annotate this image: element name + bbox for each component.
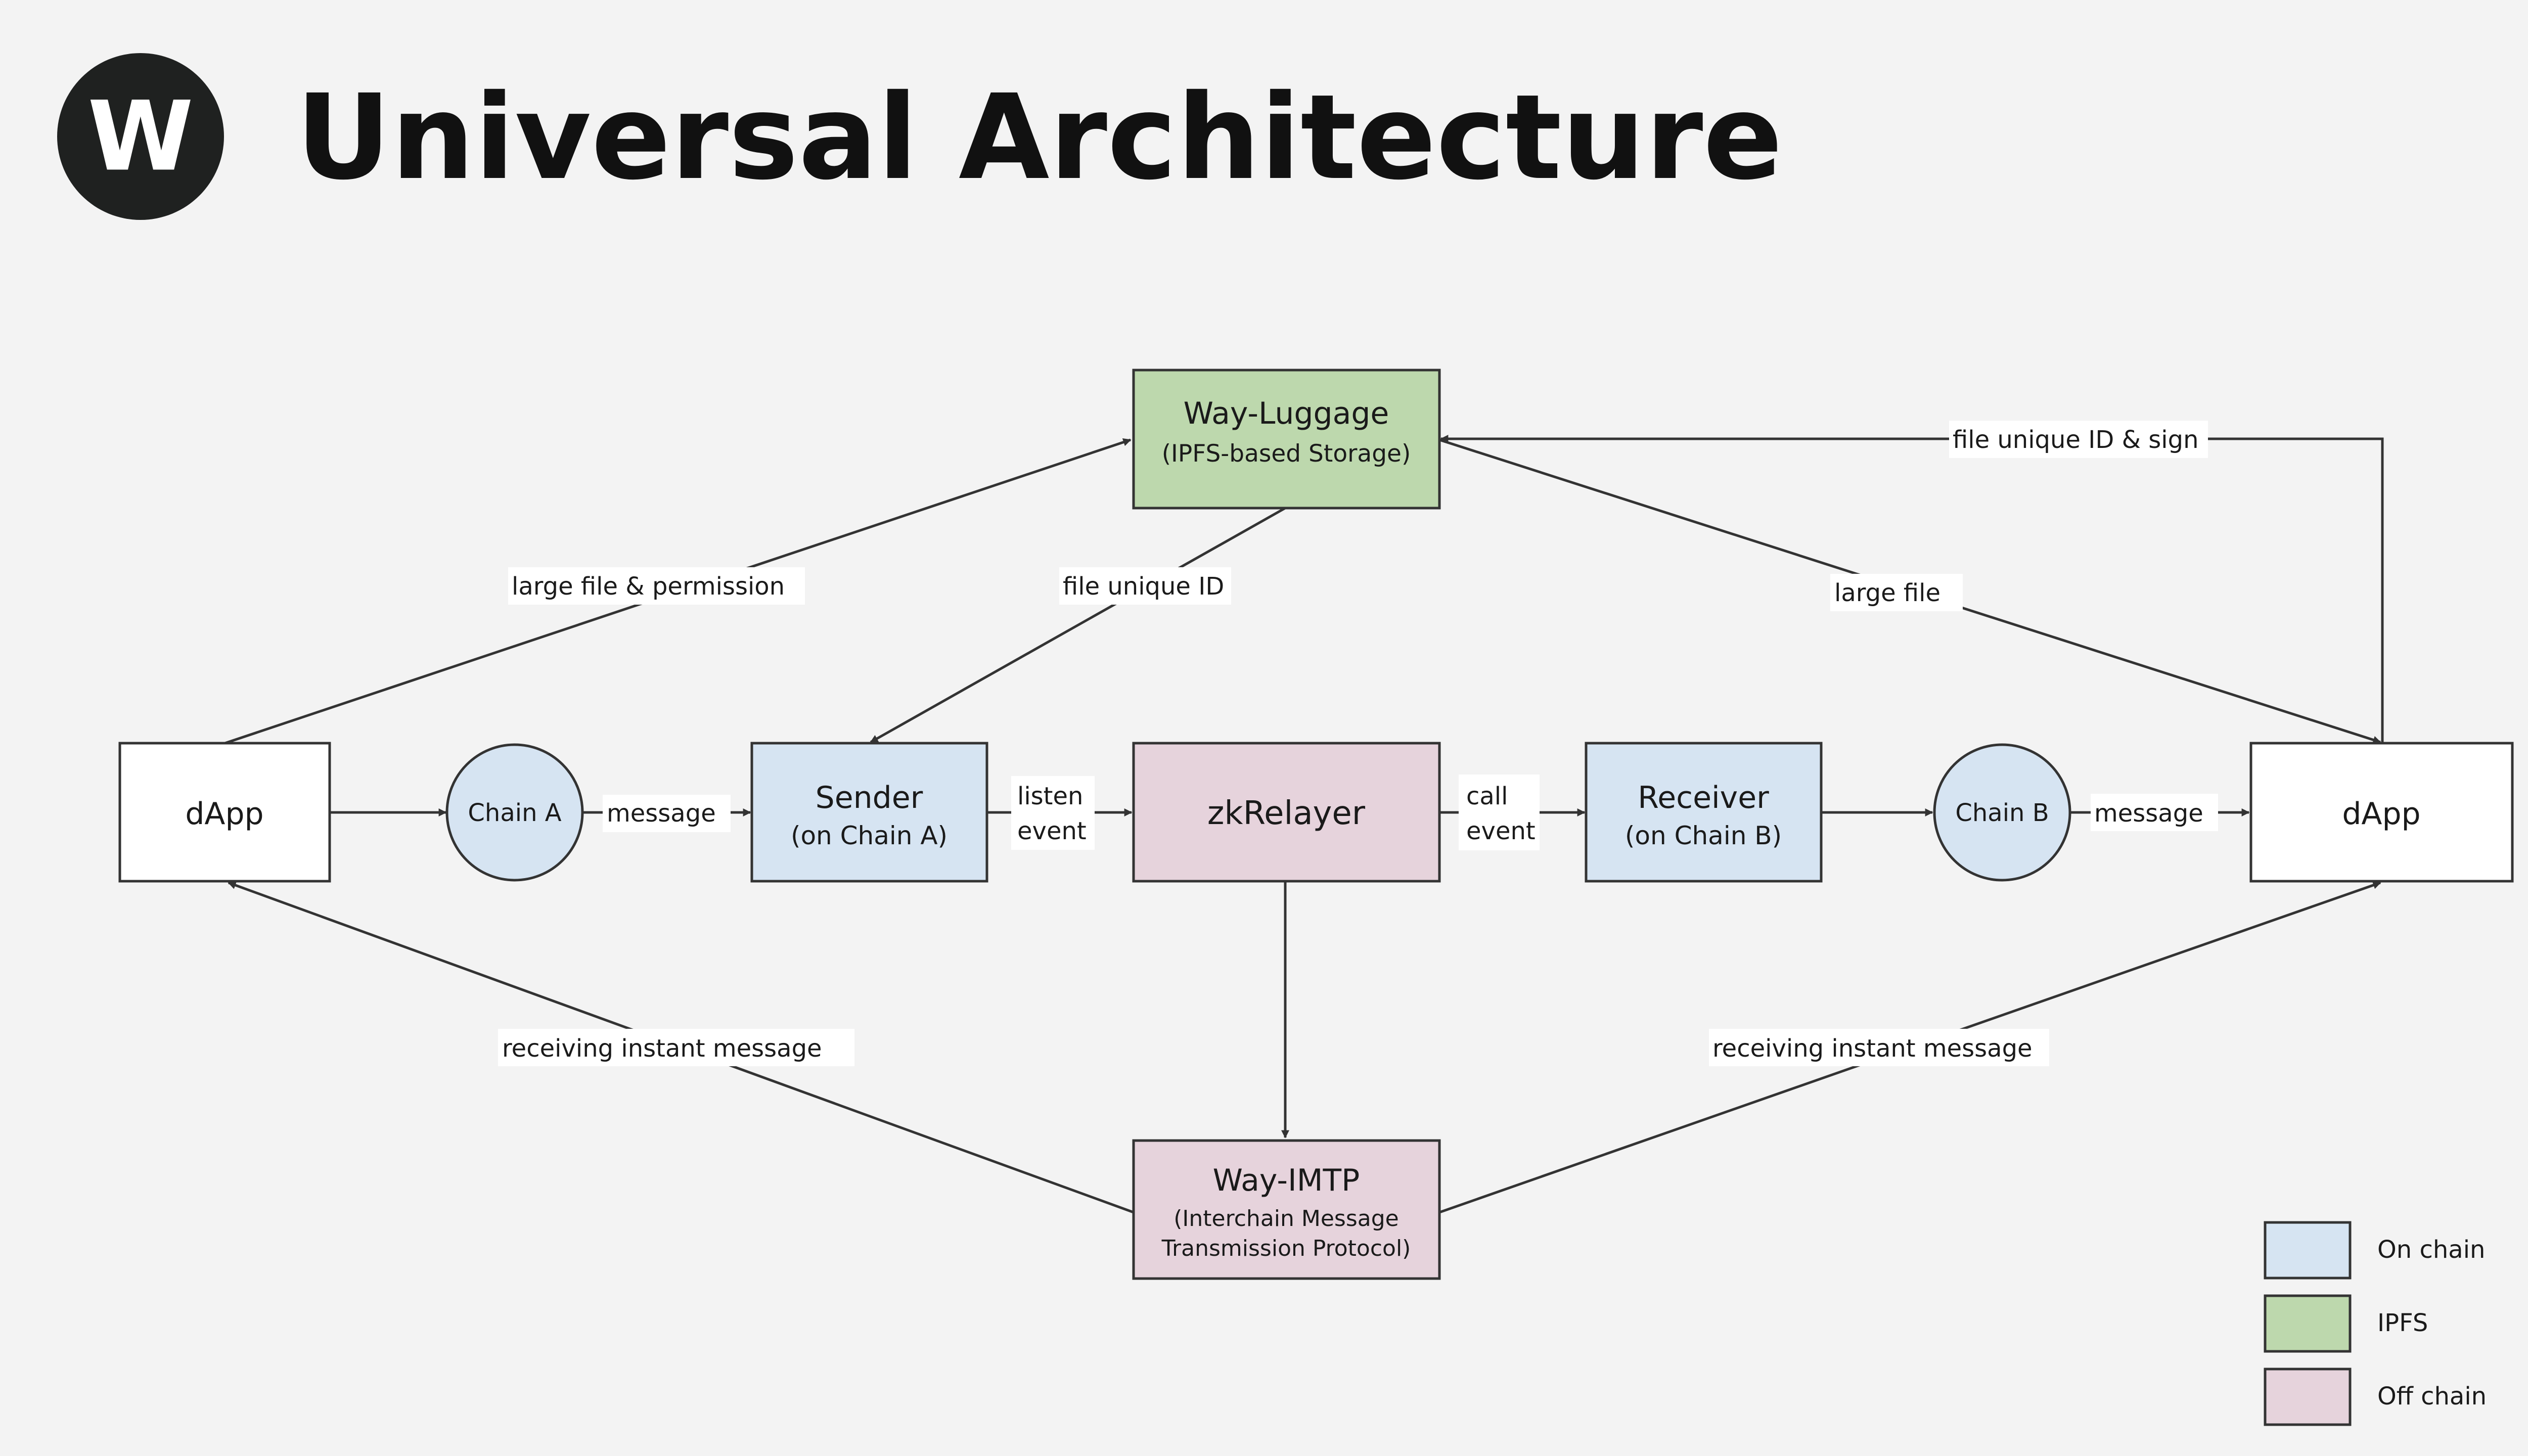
legend-item-off-chain: Off chain [2264, 1368, 2487, 1426]
sender-label: Sender [816, 780, 923, 815]
label-message-left: message [603, 795, 731, 832]
logo: W [57, 53, 224, 220]
label-receiving-right: receiving instant message [1709, 1029, 2049, 1066]
page-title: Universal Architecture [296, 69, 1783, 206]
svg-text:message: message [2094, 799, 2203, 828]
label-listen-event: listen event [1011, 776, 1095, 850]
legend-swatch [2264, 1294, 2352, 1353]
legend-item-on-chain: On chain [2264, 1221, 2485, 1280]
svg-text:event: event [1017, 817, 1087, 845]
svg-text:receiving instant message: receiving instant message [1712, 1034, 2033, 1063]
node-receiver: Receiver (on Chain B) [1585, 742, 1823, 883]
dapp-left-label: dApp [185, 796, 263, 832]
way-imtp-label: Way-IMTP [1213, 1163, 1360, 1198]
node-dapp-right: dApp [2249, 742, 2514, 883]
chain-a-label: Chain A [468, 799, 561, 827]
svg-text:large file & permission: large file & permission [512, 572, 785, 601]
legend-label: IPFS [2377, 1309, 2428, 1337]
node-way-imtp: Way-IMTP (Interchain Message Transmissio… [1132, 1139, 1441, 1280]
node-way-luggage: Way-Luggage (IPFS-based Storage) [1132, 369, 1441, 510]
way-luggage-sublabel: (IPFS-based Storage) [1162, 440, 1411, 468]
chain-b-label: Chain B [1955, 799, 2049, 827]
legend-swatch [2264, 1368, 2352, 1426]
label-receiving-left: receiving instant message [498, 1029, 854, 1066]
svg-text:event: event [1466, 817, 1536, 845]
edge-file-unique-id-sign [1440, 435, 2384, 743]
legend-label: On chain [2377, 1236, 2485, 1264]
way-luggage-label: Way-Luggage [1184, 396, 1389, 431]
label-large-file: large file [1830, 574, 1963, 611]
legend: On chain IPFS Off chain [2264, 1221, 2487, 1426]
node-chain-b: Chain B [1933, 743, 2071, 882]
legend-swatch [2264, 1221, 2352, 1280]
edge-labels: large file & permission file unique ID l… [498, 421, 2218, 1066]
svg-text:file unique ID: file unique ID [1063, 572, 1224, 601]
node-sender: Sender (on Chain A) [750, 742, 988, 883]
way-imtp-sublabel-2: Transmission Protocol) [1161, 1236, 1411, 1261]
zkrelayer-label: zkRelayer [1207, 795, 1366, 832]
svg-text:large file: large file [1834, 579, 1940, 607]
label-file-unique-id: file unique ID [1059, 567, 1231, 605]
label-call-event: call event [1459, 775, 1540, 850]
label-message-right: message [2091, 794, 2218, 831]
svg-text:call: call [1466, 782, 1508, 810]
label-large-file-permission: large file & permission [508, 567, 805, 605]
label-file-unique-id-sign: file unique ID & sign [1949, 421, 2208, 458]
legend-item-ipfs: IPFS [2264, 1294, 2428, 1353]
logo-letter: W [87, 81, 194, 193]
node-zkrelayer: zkRelayer [1132, 742, 1441, 883]
svg-text:file unique ID & sign: file unique ID & sign [1953, 426, 2199, 454]
node-dapp-left: dApp [118, 742, 331, 883]
sender-sublabel: (on Chain A) [791, 821, 947, 850]
way-imtp-sublabel-1: (Interchain Message [1173, 1206, 1398, 1232]
legend-label: Off chain [2377, 1382, 2487, 1410]
edge-file-unique-id [870, 507, 1286, 744]
svg-text:message: message [607, 799, 716, 828]
dapp-right-label: dApp [2342, 796, 2420, 832]
svg-text:listen: listen [1017, 782, 1083, 810]
svg-text:receiving instant message: receiving instant message [502, 1034, 822, 1063]
receiver-label: Receiver [1638, 780, 1769, 815]
node-chain-a: Chain A [445, 743, 584, 882]
receiver-sublabel: (on Chain B) [1625, 821, 1782, 850]
